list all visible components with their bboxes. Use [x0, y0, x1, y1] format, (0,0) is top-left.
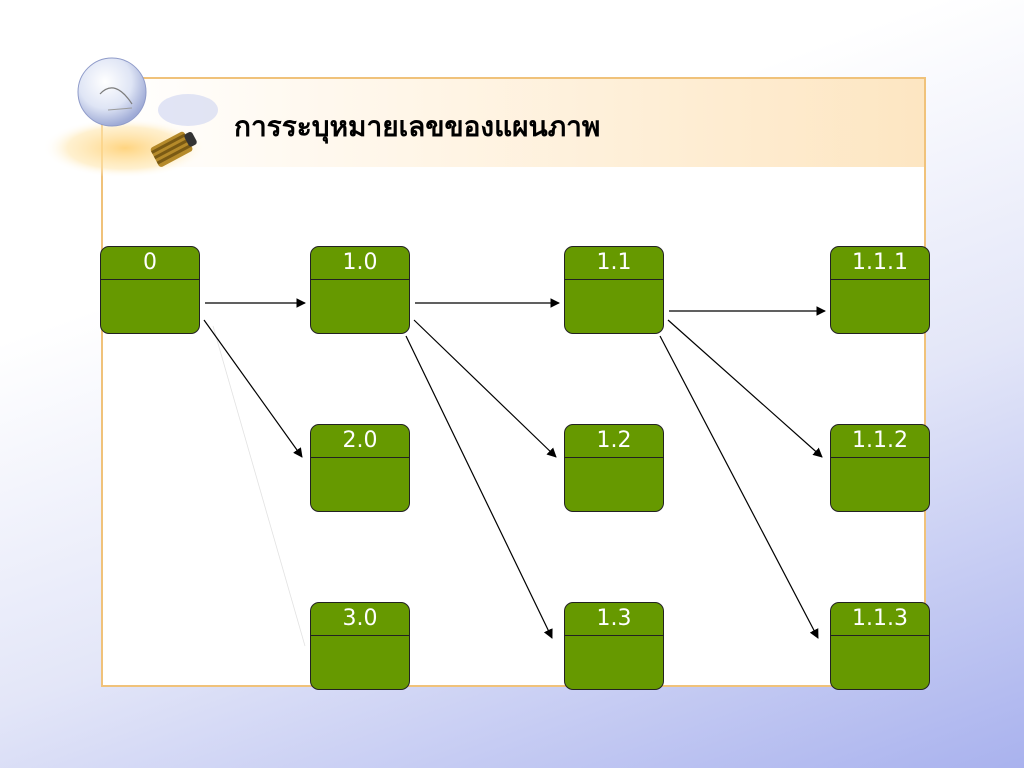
node-label: 1.2: [565, 425, 663, 458]
edge-1-0-to-1-3: [405, 335, 553, 639]
node-label: 1.1.3: [831, 603, 929, 636]
node-label: 1.1.1: [831, 247, 929, 280]
node-1-1-1: 1.1.1: [830, 246, 930, 334]
edge-1-1-to-1-1-3: [659, 335, 819, 639]
node-label: 1.3: [565, 603, 663, 636]
node-label: 2.0: [311, 425, 409, 458]
edge-1-1-to-1-1-2: [667, 319, 823, 458]
edge-1-0-to-1-2: [413, 319, 557, 458]
node-label: 0: [101, 247, 199, 280]
edge-0-to-2-0: [203, 319, 303, 458]
page-title: การระบุหมายเลขของแผนภาพ: [234, 110, 601, 143]
title-band: [103, 79, 924, 167]
faint-connector: [212, 325, 306, 647]
node-1-3: 1.3: [564, 602, 664, 690]
node-1-1-3: 1.1.3: [830, 602, 930, 690]
node-3-0: 3.0: [310, 602, 410, 690]
lightbulb-icon: [43, 57, 218, 178]
node-1-2: 1.2: [564, 424, 664, 512]
node-1-0: 1.0: [310, 246, 410, 334]
content-frame: [101, 77, 926, 687]
node-label: 1.1: [565, 247, 663, 280]
node-1-1-2: 1.1.2: [830, 424, 930, 512]
node-label: 3.0: [311, 603, 409, 636]
node-label: 1.0: [311, 247, 409, 280]
node-0: 0: [100, 246, 200, 334]
node-2-0: 2.0: [310, 424, 410, 512]
node-1-1: 1.1: [564, 246, 664, 334]
node-label: 1.1.2: [831, 425, 929, 458]
